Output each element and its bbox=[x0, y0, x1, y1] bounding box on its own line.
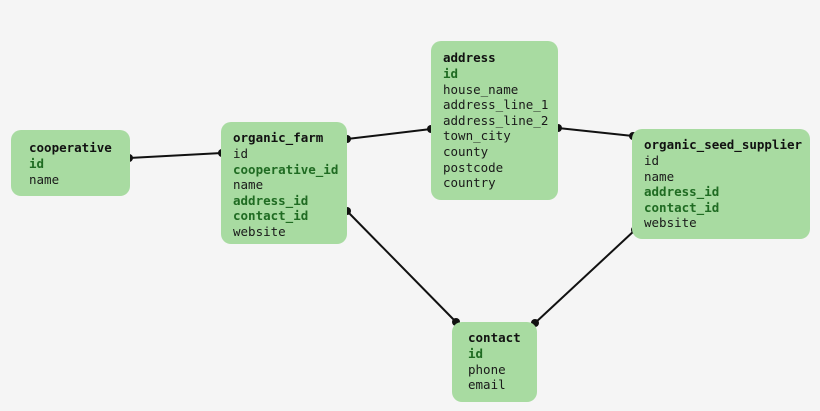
field: house_name bbox=[443, 81, 519, 97]
table-title: cooperative bbox=[29, 140, 112, 155]
field: name bbox=[233, 177, 264, 193]
field: website bbox=[233, 223, 286, 239]
key-field: id bbox=[468, 346, 484, 361]
table-title: organic_seed_supplier bbox=[644, 137, 803, 152]
relationship-line bbox=[346, 128, 432, 140]
relationship-line bbox=[534, 229, 636, 324]
key-field: contact_id bbox=[233, 208, 309, 224]
field: email bbox=[468, 377, 506, 393]
key-field: address_id bbox=[644, 184, 720, 200]
key-field: address_id bbox=[233, 192, 309, 208]
table-title: contact bbox=[468, 330, 521, 345]
table-title: organic_farm bbox=[233, 130, 324, 145]
field: phone bbox=[468, 361, 506, 377]
field: county bbox=[443, 143, 489, 159]
field: town_city bbox=[443, 128, 511, 144]
table-title: address bbox=[443, 50, 496, 65]
field: country bbox=[443, 175, 496, 191]
field: id bbox=[644, 153, 660, 168]
field: name bbox=[29, 171, 60, 187]
field: name bbox=[644, 168, 675, 184]
key-field: contact_id bbox=[644, 199, 720, 215]
key-field: id bbox=[29, 156, 45, 171]
key-field: cooperative_id bbox=[233, 161, 339, 177]
relationship-line bbox=[346, 210, 457, 323]
relationship-line bbox=[128, 152, 223, 159]
field: address_line_2 bbox=[443, 112, 549, 128]
field: website bbox=[644, 215, 697, 231]
key-field: id bbox=[443, 66, 459, 81]
field: postcode bbox=[443, 159, 504, 175]
field: id bbox=[233, 146, 249, 161]
field: address_line_1 bbox=[443, 97, 549, 113]
relationship-line bbox=[557, 127, 634, 137]
